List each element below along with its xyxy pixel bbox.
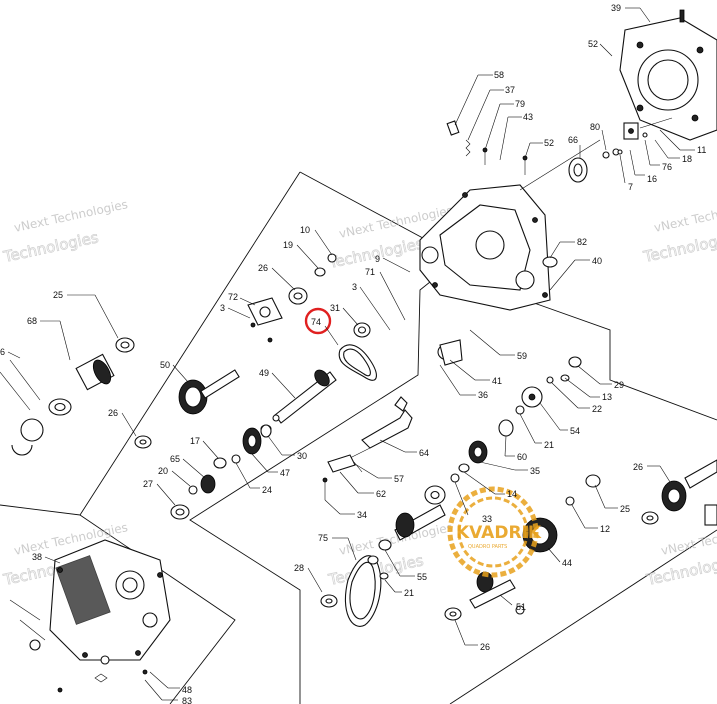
callout-label: 71: [365, 267, 375, 277]
highlight-circle: [304, 307, 332, 335]
callout-label: 44: [562, 558, 572, 568]
drive-belt-75: [320, 555, 389, 627]
output-shaft-51: [444, 571, 525, 621]
callout-label: 26: [633, 462, 643, 472]
bearing-group-top: [247, 253, 337, 343]
callout-label: 25: [53, 290, 63, 300]
callout-label: 83: [182, 696, 192, 704]
callout-label: 38: [32, 552, 42, 562]
callout-label: 13: [602, 392, 612, 402]
callout-label: 48: [182, 685, 192, 695]
callout-label: 82: [577, 237, 587, 247]
callout-label: 28: [294, 563, 304, 573]
callout-label: 3: [352, 282, 357, 292]
left-shaft-assembly: [9, 337, 135, 456]
callout-label: 19: [283, 240, 293, 250]
callout-label: 52: [544, 138, 554, 148]
callout-label: 50: [160, 360, 170, 370]
right-gear-train: [378, 339, 601, 551]
callout-label: 75: [318, 533, 328, 543]
callout-label: 27: [143, 479, 153, 489]
callout-label: 12: [600, 524, 610, 534]
callout-label: 79: [515, 99, 525, 109]
callout-label: 24: [262, 485, 272, 495]
callout-label: 52: [588, 39, 598, 49]
callout-label: 14: [507, 489, 517, 499]
input-shaft-49: [260, 369, 337, 434]
callout-label: 59: [517, 351, 527, 361]
brand-logo: KVADRIK QUADRO PARTS: [447, 486, 542, 578]
callout-label: 35: [530, 466, 540, 476]
callout-label: 49: [259, 368, 269, 378]
callout-label: 7: [628, 182, 633, 192]
gear-stack-47: [170, 424, 272, 520]
far-right-shaft: [641, 459, 717, 526]
callout-label: 17: [190, 436, 200, 446]
callout-label: 47: [280, 468, 290, 478]
callout-label: 21: [544, 440, 554, 450]
callout-label: 6: [0, 347, 5, 357]
callout-label: 20: [158, 466, 168, 476]
watermark-text: vNext Technologies: [660, 520, 717, 558]
frame-right-bottom: [449, 529, 717, 704]
callout-label: 25: [620, 504, 630, 514]
callout-label: 37: [505, 85, 515, 95]
callout-label: 43: [523, 112, 533, 122]
callout-label: 60: [517, 452, 527, 462]
callout-label: 21: [404, 588, 414, 598]
callout-label: 68: [27, 316, 37, 326]
watermark-text: vNext Technologies: [13, 197, 129, 235]
shift-fork-64: [349, 396, 413, 459]
callout-label: 39: [611, 3, 621, 13]
housing-bottom-left: [9, 539, 171, 693]
callout-label: 66: [568, 135, 578, 145]
callout-label: 3: [220, 303, 225, 313]
callout-label: 62: [376, 489, 386, 499]
callout-label: 11: [697, 145, 706, 155]
callout-label: 54: [570, 426, 580, 436]
callout-label: 40: [592, 256, 602, 266]
callout-label: 10: [300, 225, 310, 235]
brand-logo-tagline: QUADRO PARTS: [468, 544, 507, 550]
callout-label: 80: [590, 122, 600, 132]
callout-labels: 39 52 58 37 79 43 52 66 80 76 11 18: [0, 3, 706, 704]
callout-label: 18: [682, 154, 692, 164]
callout-label: 51: [516, 602, 526, 612]
callout-label: 58: [494, 70, 504, 80]
callout-label: 41: [492, 376, 502, 386]
shift-rod-group: [322, 454, 363, 500]
callout-label: 57: [394, 474, 404, 484]
callout-label: 33: [482, 514, 492, 524]
watermark-text: Technologies: [641, 228, 717, 266]
callout-label: 34: [357, 510, 367, 520]
central-gearbox-housing: [419, 139, 601, 311]
callout-label: 31: [330, 303, 340, 313]
callout-label-highlighted: 74: [311, 317, 321, 327]
housing-cover-top-right: [619, 9, 717, 141]
top-fasteners: [446, 117, 673, 183]
callout-label: 26: [108, 408, 118, 418]
callout-label: 26: [258, 263, 268, 273]
callout-label: 65: [170, 454, 180, 464]
chain-assembly: [338, 322, 377, 381]
callout-label: 16: [647, 174, 657, 184]
watermark-text: Technologies: [644, 551, 717, 589]
callout-label: 36: [478, 390, 488, 400]
callout-label: 22: [592, 404, 602, 414]
callout-label: 64: [419, 448, 429, 458]
callout-label: 26: [480, 642, 490, 652]
ring-gear-44: [522, 517, 558, 553]
gear-shaft-50: [134, 369, 240, 449]
callout-label: 55: [417, 572, 427, 582]
frame-right-assembly: [519, 297, 717, 421]
callout-label: 9: [375, 254, 380, 264]
callout-label: 72: [228, 292, 238, 302]
callout-label: 30: [297, 451, 307, 461]
callout-label: 76: [662, 162, 672, 172]
callout-label: 29: [614, 380, 624, 390]
brand-logo-text: KVADRIK: [456, 523, 542, 543]
watermark-text: vNext Technologies: [653, 197, 717, 235]
